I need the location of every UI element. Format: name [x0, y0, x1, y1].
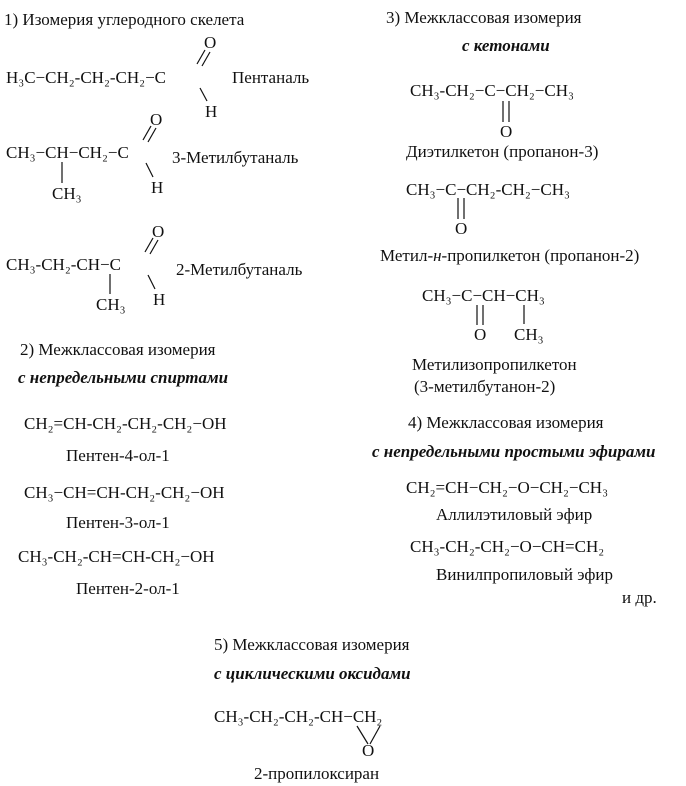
pentenol4-name: Пентен-4-ол-1	[66, 446, 170, 465]
methylbutanal2-oxygen: O	[152, 222, 165, 241]
ketone-bonds-1	[502, 101, 510, 122]
methylbutanal2-branch: CH₃	[96, 295, 126, 314]
vinylpropylether-name: Винилпропиловый эфир	[436, 565, 613, 584]
pentanal-formula: H₃C−CH₂-CH₂-CH₂−C	[6, 68, 167, 87]
diethylketone-formula: CH₃-CH₂−C−CH₂−CH₃	[410, 81, 574, 100]
aldehyde-bonds-3-methylbutanal	[61, 125, 157, 183]
methylpropylketone-oxygen: O	[455, 219, 468, 238]
methylbutanal2-formula: CH₃-CH₂-CH−C	[6, 255, 121, 274]
methylpropylketone-formula: CH₃−C−CH₂-CH₂−CH₃	[406, 180, 570, 199]
allylethylether-name: Аллилэтиловый эфир	[436, 505, 593, 524]
pentanal-hydrogen: H	[205, 102, 218, 121]
section4-subheading: с непредельными простыми эфирами	[372, 442, 656, 461]
propyloxirane-formula: CH₃-CH₂-CH₂-CH−CH₂	[214, 707, 383, 726]
section5-heading: 5) Межклассовая изомерия	[214, 635, 410, 654]
pentenol2-formula: CH₃-CH₂-CH=CH-CH₂−OH	[18, 547, 215, 566]
methylbutanal3-branch: CH₃	[52, 184, 82, 203]
methylisopropylketone-name: Метилизопропилкетон	[412, 355, 577, 374]
oxirane-ring-bonds	[356, 725, 381, 745]
vinylpropylether-formula: CH₃-CH₂-CH₂−O−CH=CH₂	[410, 537, 605, 556]
section1-heading: 1) Изомерия углеродного скелета	[4, 10, 245, 29]
etc-note: и др.	[622, 588, 657, 607]
section2-heading: 2) Межклассовая изомерия	[20, 340, 216, 359]
methylpropylketone-name-post: -пропилкетон (пропанон-2)	[441, 246, 640, 265]
methylpropylketone-name: Метил-н-пропилкетон (пропанон-2)	[380, 246, 639, 266]
aldehyde-bonds-2-methylbutanal	[109, 237, 159, 294]
pentenol2-name: Пентен-2-ол-1	[76, 579, 180, 598]
methylpropylketone-name-pre: Метил-	[380, 246, 434, 265]
diethylketone-oxygen: O	[500, 122, 513, 141]
methylbutanal3-oxygen: O	[150, 110, 163, 129]
methylisopropylketone-formula: CH₃−C−CH−CH₃	[422, 286, 545, 305]
methylbutanal2-hydrogen: H	[153, 290, 166, 309]
methylisopropylketone-branch: CH₃	[514, 325, 544, 344]
diethylketone-name: Диэтилкетон (пропанон-3)	[406, 142, 599, 161]
allylethylether-formula: CH₂=CH−CH₂−O−CH₂−CH₃	[406, 478, 608, 497]
propyloxirane-oxygen: O	[362, 741, 375, 760]
methylbutanal2-name: 2-Метилбутаналь	[176, 260, 303, 279]
methylbutanal3-hydrogen: H	[151, 178, 164, 197]
aldehyde-bonds-pentanal	[196, 49, 211, 102]
methylbutanal3-name: 3-Метилбутаналь	[172, 148, 299, 167]
section3-heading: 3) Межклассовая изомерия	[386, 8, 582, 27]
pentanal-oxygen: O	[204, 33, 217, 52]
pentenol3-name: Пентен-3-ол-1	[66, 513, 170, 532]
ketone-bonds-2	[457, 198, 465, 219]
methylisopropylketone-name2: (3-метилбутанон-2)	[414, 377, 556, 396]
section5-subheading: с циклическими оксидами	[214, 664, 411, 683]
methylisopropylketone-oxygen: O	[474, 325, 487, 344]
methylbutanal3-formula: CH₃−CH−CH₂−C	[6, 143, 129, 162]
propyloxirane-name: 2-пропилоксиран	[254, 764, 380, 783]
ketone-bonds-3	[476, 305, 525, 325]
section2-subheading: с непредельными спиртами	[18, 368, 229, 387]
section3-subheading: с кетонами	[462, 36, 550, 55]
pentenol3-formula: CH₃−CH=CH-CH₂-CH₂−OH	[24, 483, 225, 502]
pentenol4-formula: CH₂=CH-CH₂-CH₂-CH₂−OH	[24, 414, 227, 433]
section4-heading: 4) Межклассовая изомерия	[408, 413, 604, 432]
methylpropylketone-name-n: н	[433, 246, 442, 265]
pentanal-name: Пентаналь	[232, 68, 310, 87]
